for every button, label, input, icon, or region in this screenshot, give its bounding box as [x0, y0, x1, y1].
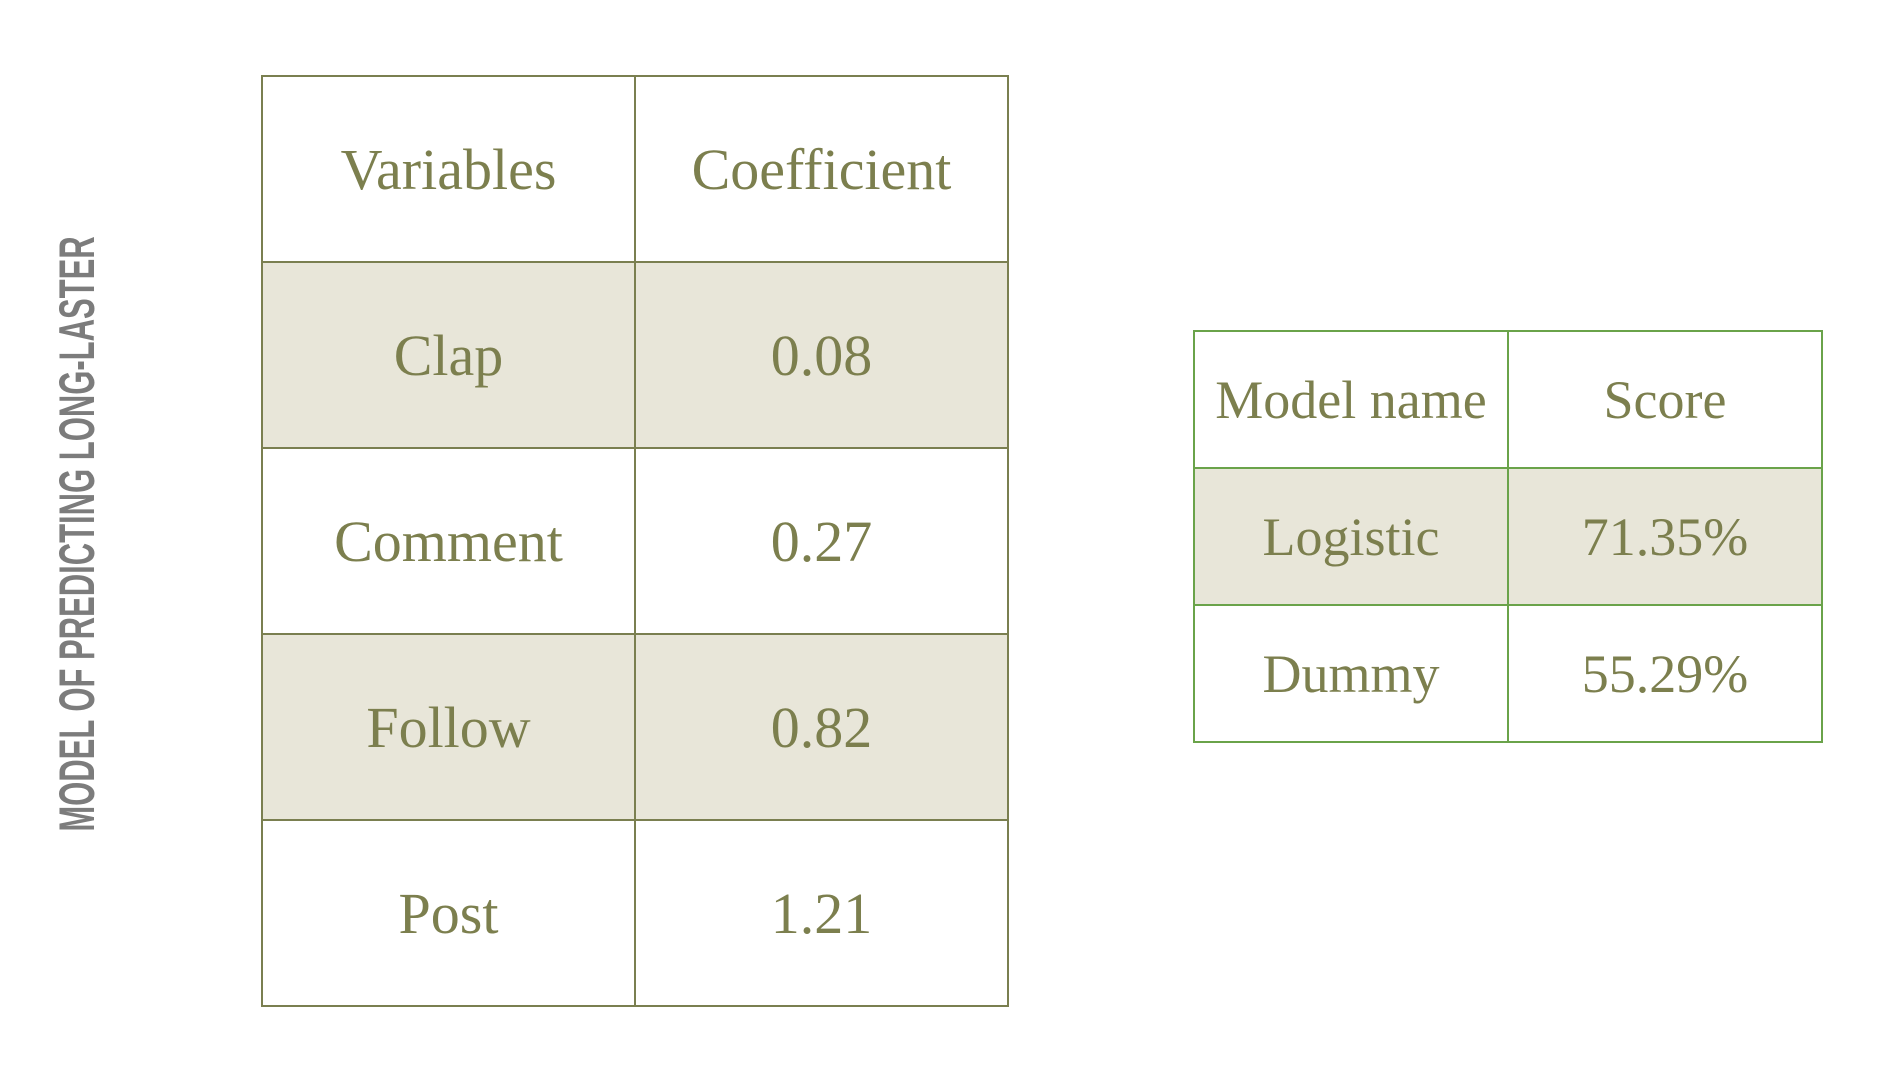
variable-cell: Clap: [261, 261, 636, 449]
header-model-name: Model name: [1193, 330, 1509, 469]
model-cell: Logistic: [1193, 467, 1509, 606]
coefficient-cell: 0.82: [634, 633, 1009, 821]
header-coefficient: Coefficient: [634, 75, 1009, 263]
table-row: Logistic 71.35%: [1193, 467, 1823, 606]
scores-table: Model name Score Logistic 71.35% Dummy 5…: [1193, 330, 1823, 743]
side-title-text: MODEL OF PREDICTING LONG-LASTER: [49, 236, 105, 832]
variable-cell: Post: [261, 819, 636, 1007]
coefficient-cell: 1.21: [634, 819, 1009, 1007]
model-cell: Dummy: [1193, 604, 1509, 743]
table-row: Follow 0.82: [261, 633, 1009, 821]
table-header-row: Model name Score: [1193, 330, 1823, 469]
score-cell: 55.29%: [1507, 604, 1823, 743]
score-cell: 71.35%: [1507, 467, 1823, 606]
table-row: Dummy 55.29%: [1193, 604, 1823, 743]
header-score: Score: [1507, 330, 1823, 469]
table-header-row: Variables Coefficient: [261, 75, 1009, 263]
header-variables: Variables: [261, 75, 636, 263]
table-row: Post 1.21: [261, 819, 1009, 1007]
table-row: Comment 0.27: [261, 447, 1009, 635]
variable-cell: Comment: [261, 447, 636, 635]
coefficients-table: Variables Coefficient Clap 0.08 Comment …: [261, 75, 1009, 1007]
coefficient-cell: 0.27: [634, 447, 1009, 635]
table-row: Clap 0.08: [261, 261, 1009, 449]
coefficient-cell: 0.08: [634, 261, 1009, 449]
side-title: MODEL OF PREDICTING LONG-LASTER: [48, 54, 106, 1014]
variable-cell: Follow: [261, 633, 636, 821]
